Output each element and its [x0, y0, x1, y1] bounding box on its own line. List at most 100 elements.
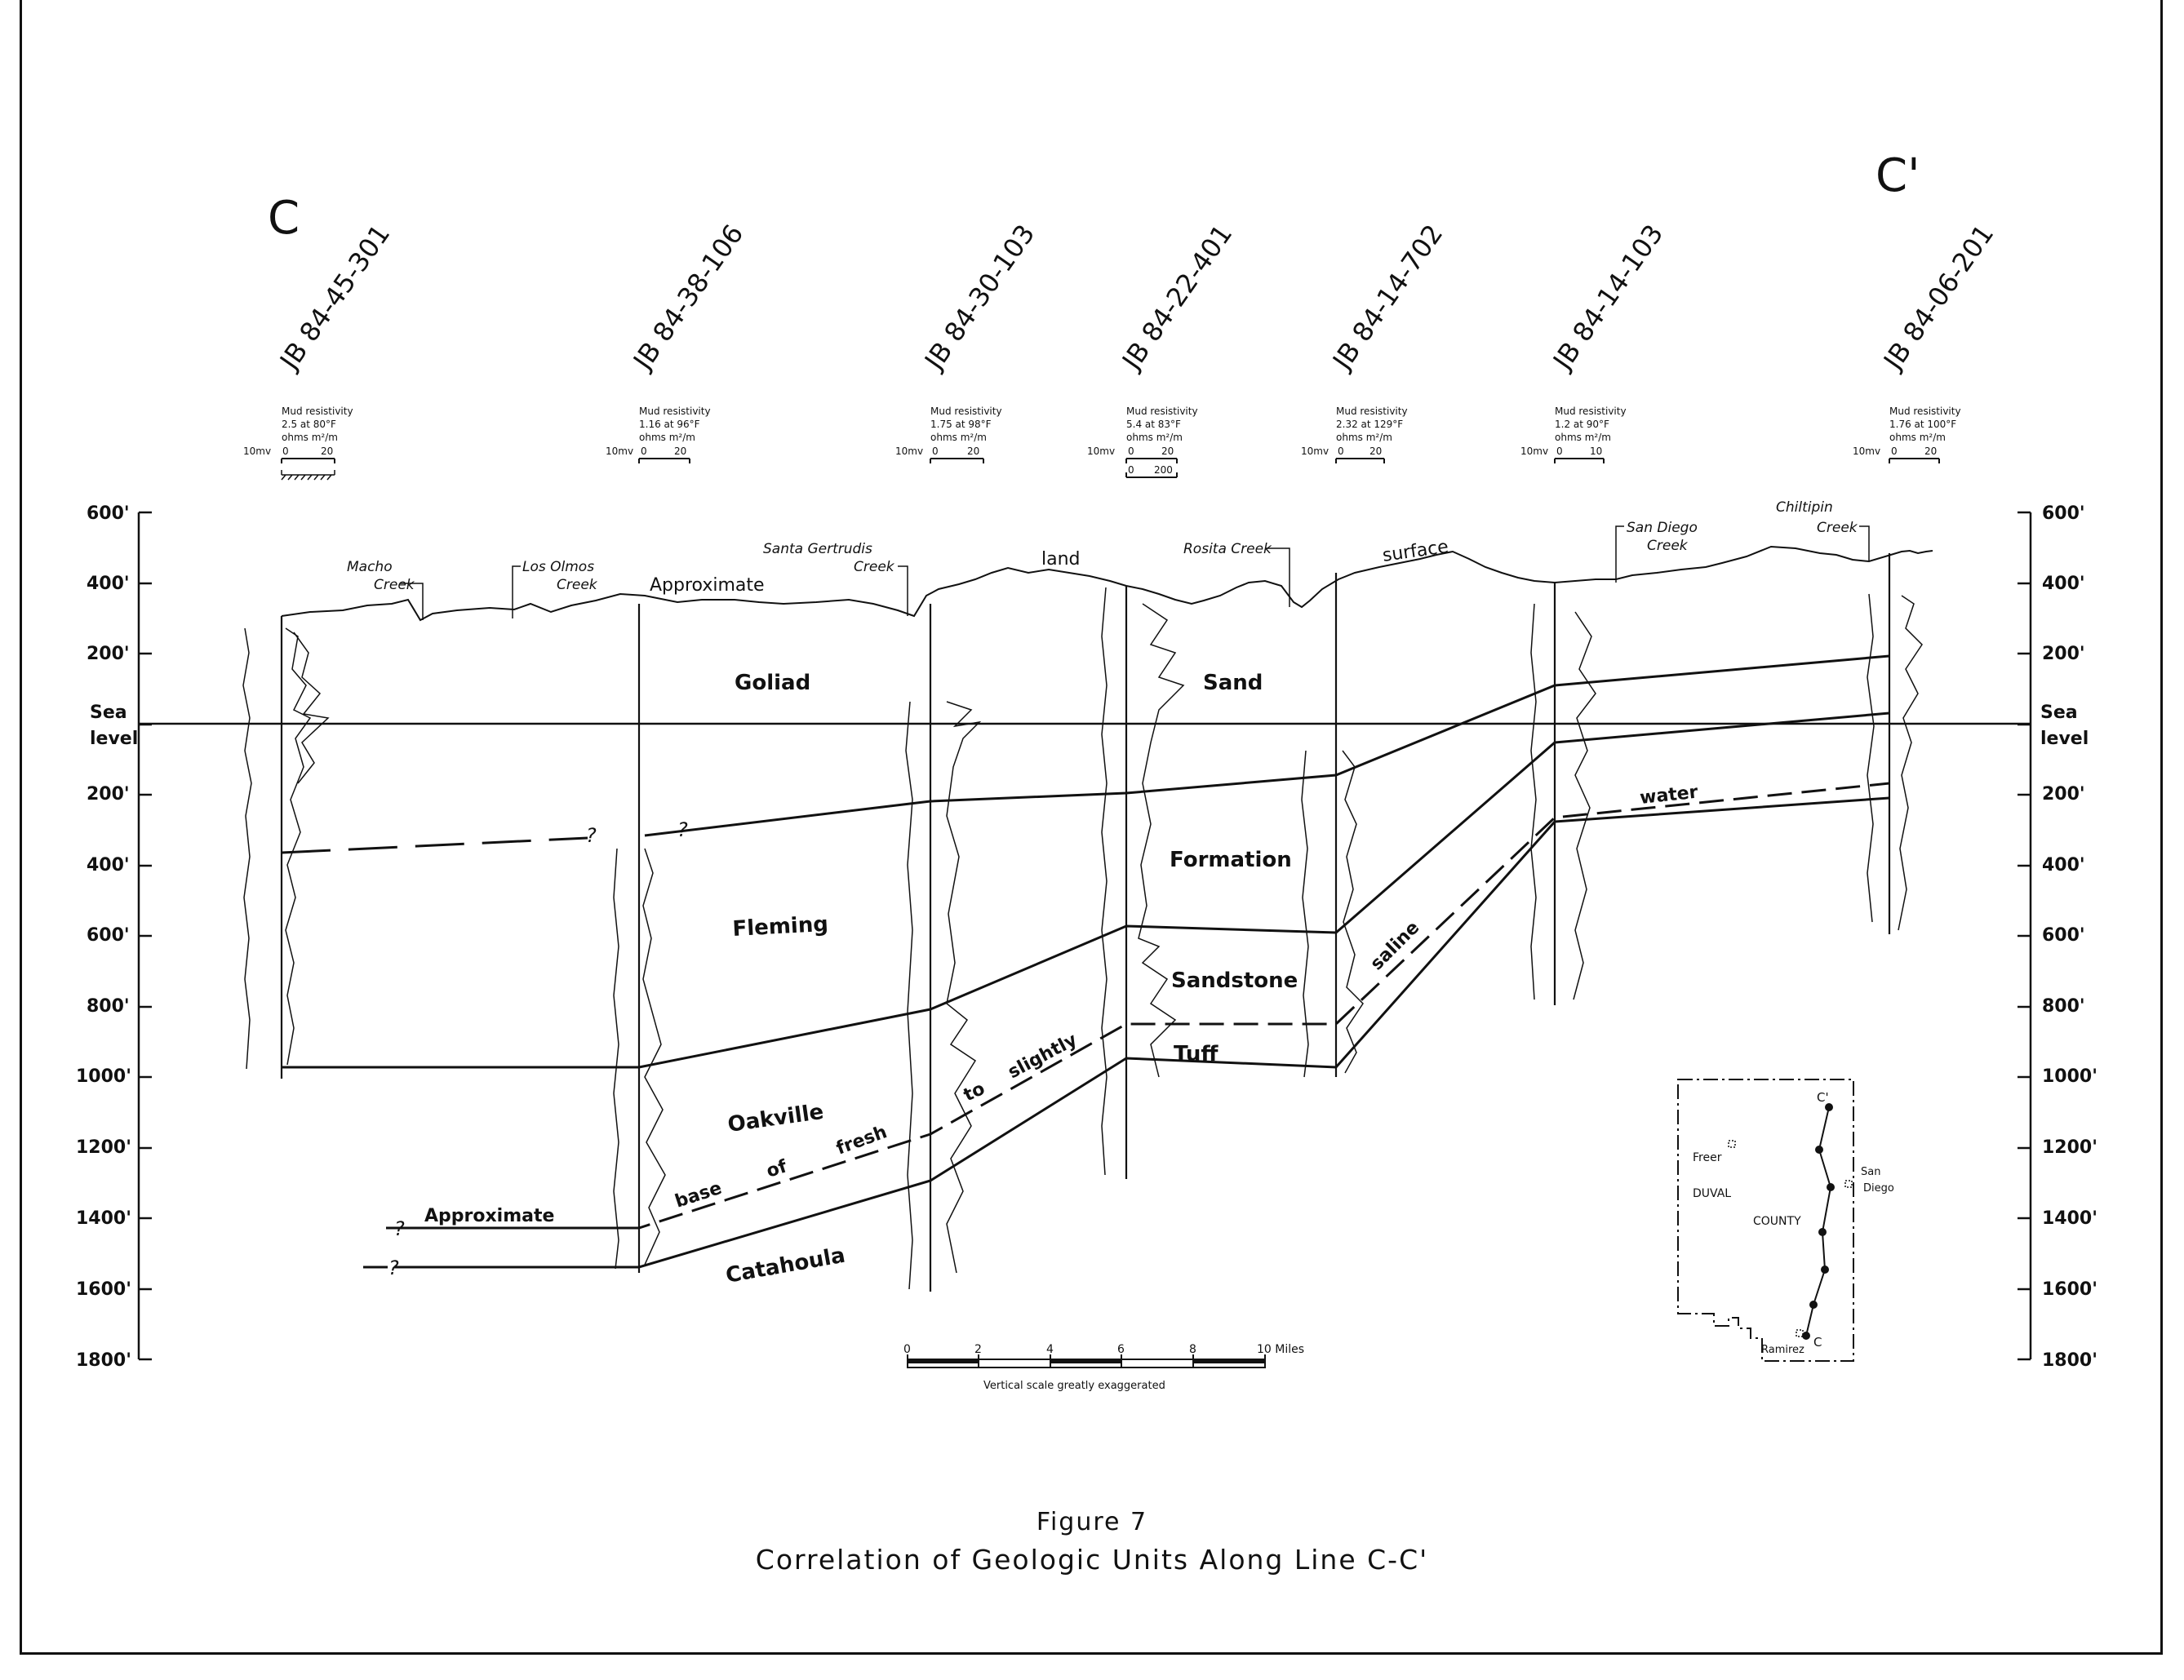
mud-resistivity-value: 2.5 at 80°F [282, 419, 336, 430]
label-santa-gertrudis: Santa Gertrudis [763, 541, 872, 557]
mud-resistivity-title: Mud resistivity [639, 406, 711, 417]
well-id: JB 84-38-106 [626, 219, 749, 376]
scale-right: 10 [1590, 445, 1602, 457]
sp-scale-label: 10mv [895, 445, 923, 457]
mud-resistivity-value: 5.4 at 83°F [1126, 419, 1181, 430]
axis-label-600: 600' [87, 925, 130, 946]
page-border [20, 0, 2163, 1655]
mud-resistivity-title: Mud resistivity [1555, 406, 1627, 417]
well-headers: JB 84-45-301 Mud resistivity 2.5 at 80°F… [243, 219, 2000, 481]
label-base: base [673, 1178, 724, 1212]
axis-label-r-800: 800' [2042, 996, 2085, 1017]
unit-sand: Sand [1203, 671, 1263, 695]
scale-right: 20 [1161, 445, 1174, 457]
label-slightly: slightly [1005, 1030, 1081, 1083]
scale-right: 20 [674, 445, 686, 457]
resistivity-units: ohms m²/m [1889, 432, 1946, 443]
scale-left: 0 [1128, 445, 1134, 457]
mud-resistivity-title: Mud resistivity [1126, 406, 1198, 417]
catahoula-top [394, 796, 1890, 1269]
scale-tick-8: 8 [1189, 1343, 1196, 1356]
unit-goliad: Goliad [735, 671, 810, 695]
sp-scale-label: 10mv [606, 445, 633, 457]
scale-tick-4: 4 [1046, 1343, 1054, 1356]
axis-label-400-above: 400' [87, 574, 130, 594]
label-chiltipin-creek: Creek [1817, 520, 1858, 536]
well-header-5: JB 84-14-702 Mud resistivity 2.32 at 129… [1301, 219, 1449, 463]
axis-label-200: 200' [87, 784, 130, 805]
unit-catahoula: Catahoula [724, 1243, 847, 1288]
label-water: water [1639, 782, 1699, 809]
label-approximate-water: Approximate [424, 1206, 554, 1226]
well-header-7: JB 84-06-201 Mud resistivity 1.76 at 100… [1853, 219, 2000, 463]
scale-left: 0 [1891, 445, 1898, 457]
axis-label-200-above: 200' [87, 644, 130, 664]
well-id: JB 84-14-702 [1325, 219, 1449, 376]
well-id: JB 84-06-201 [1876, 219, 2000, 376]
mud-resistivity-value: 1.76 at 100°F [1889, 419, 1956, 430]
axis-label-sea: Sea [90, 703, 127, 723]
axis-label-800: 800' [87, 996, 130, 1017]
label-approximate-surface: Approximate [650, 575, 765, 596]
scale-left: 0 [1338, 445, 1344, 457]
unit-fleming: Fleming [732, 912, 829, 942]
oakville-top [282, 711, 1890, 1069]
map-label-duval: DUVAL [1693, 1187, 1731, 1200]
scale-right: 20 [1924, 445, 1937, 457]
map-label-county: COUNTY [1753, 1215, 1801, 1228]
label-macho: Macho [347, 559, 393, 575]
scale-tick-0: 0 [903, 1343, 911, 1356]
section-label-c-prime: C' [1875, 149, 1920, 202]
sp-scale-label: 10mv [1853, 445, 1880, 457]
axis-label-r-1400: 1400' [2042, 1208, 2097, 1229]
axis-label-r-1000: 1000' [2042, 1066, 2097, 1087]
unit-formation: Formation [1170, 848, 1292, 872]
well-id: JB 84-22-401 [1115, 219, 1238, 376]
label-of: of [764, 1156, 790, 1182]
well-id: JB 84-30-103 [917, 219, 1041, 376]
scale-right: 20 [1369, 445, 1382, 457]
figure-title: Correlation of Geologic Units Along Line… [755, 1544, 1429, 1576]
sp-scale-label: 10mv [1301, 445, 1329, 457]
axis-label-1000: 1000' [76, 1066, 131, 1087]
inset-location-map: Freer DUVAL COUNTY San Diego Ramirez C C… [1677, 1079, 1894, 1362]
formation-contacts [281, 654, 1890, 1269]
label-macho-creek: Creek [374, 577, 415, 593]
scale-tick-10: 10 Miles [1257, 1343, 1304, 1356]
scale-right: 20 [321, 445, 333, 457]
scale-left: 0 [282, 445, 289, 457]
axis-label-r-600: 600' [2042, 925, 2085, 946]
creek-leaders [400, 525, 1870, 620]
unit-tuff: Tuff [1174, 1042, 1219, 1066]
axis-label-600-above: 600' [87, 503, 130, 524]
scale-right: 20 [967, 445, 979, 457]
axis-label-r-level: level [2040, 729, 2089, 749]
map-label-freer: Freer [1693, 1151, 1722, 1164]
electric-log-traces [242, 587, 1923, 1290]
land-surface-line [281, 545, 1933, 622]
label-santa-gertrudis-creek: Creek [854, 559, 895, 575]
resistivity-units: ohms m²/m [1336, 432, 1392, 443]
mud-resistivity-title: Mud resistivity [282, 406, 353, 417]
section-label-c: C [268, 192, 300, 245]
axis-label-1600: 1600' [76, 1279, 131, 1300]
axis-label-r-1600: 1600' [2042, 1279, 2097, 1300]
resistivity-units: ohms m²/m [282, 432, 338, 443]
label-surface: surface [1381, 537, 1449, 566]
map-label-c: C [1813, 1335, 1822, 1350]
axis-label-1200: 1200' [76, 1137, 131, 1158]
label-to: to [961, 1079, 988, 1106]
question-mark-2: ? [677, 818, 688, 841]
axis-label-1400: 1400' [76, 1208, 131, 1229]
elevation-axis-left [137, 511, 152, 1361]
axis-label-r-1200: 1200' [2042, 1137, 2097, 1158]
question-mark-4: ? [388, 1257, 399, 1279]
scale-left: 0 [932, 445, 939, 457]
well-lines [280, 553, 1891, 1292]
label-land: land [1041, 549, 1081, 570]
axis-label-r-400: 400' [2042, 855, 2085, 875]
mud-resistivity-title: Mud resistivity [930, 406, 1002, 417]
base-of-fresh-water-line [386, 782, 1890, 1230]
well-id: JB 84-14-103 [1546, 219, 1669, 376]
